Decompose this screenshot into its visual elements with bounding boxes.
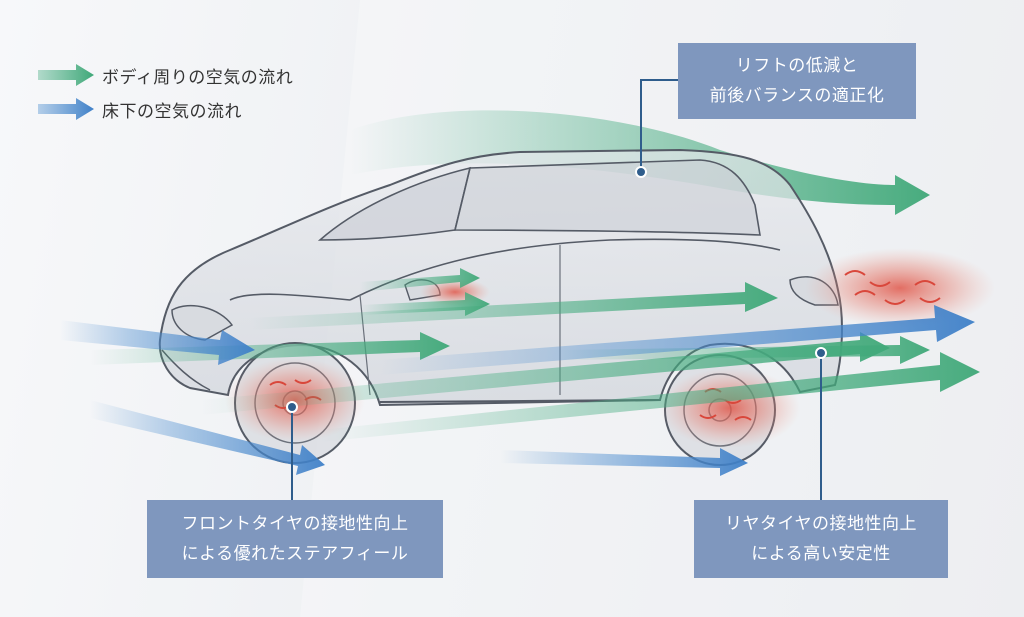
callout-anchor-dots	[286, 166, 827, 413]
callout-line: リヤタイヤの接地性向上	[725, 514, 917, 534]
legend: ボディ周りの空気の流れ 床下の空気の流れ	[38, 58, 293, 126]
legend-label: 床下の空気の流れ	[102, 101, 242, 122]
legend-label: ボディ周りの空気の流れ	[102, 67, 294, 88]
callout-line: による優れたステアフィール	[181, 544, 409, 564]
callout-rear-tire: リヤタイヤの接地性向上 による高い安定性	[694, 500, 948, 578]
callout-line: 前後バランスの適正化	[709, 86, 885, 106]
rear-wheel-turbulence	[660, 368, 800, 448]
legend-item-underbody-flow: 床下の空気の流れ	[38, 92, 293, 126]
blue-arrow-icon	[38, 98, 94, 120]
underbody-airflow-arrows	[60, 305, 975, 476]
green-arrow-icon	[38, 64, 94, 86]
callout-line: リフトの低減と	[735, 56, 859, 76]
rear-wake-turbulence	[805, 248, 995, 328]
callout-lift-reduction: リフトの低減と 前後バランスの適正化	[678, 43, 916, 119]
callout-line: フロントタイヤの接地性向上	[181, 514, 409, 534]
legend-item-body-flow: ボディ周りの空気の流れ	[38, 58, 293, 92]
callout-front-tire: フロントタイヤの接地性向上 による優れたステアフィール	[147, 500, 443, 578]
body-airflow-arrows	[90, 268, 980, 442]
callout-leader-lines	[291, 79, 822, 500]
callout-line: による高い安定性	[751, 544, 891, 564]
